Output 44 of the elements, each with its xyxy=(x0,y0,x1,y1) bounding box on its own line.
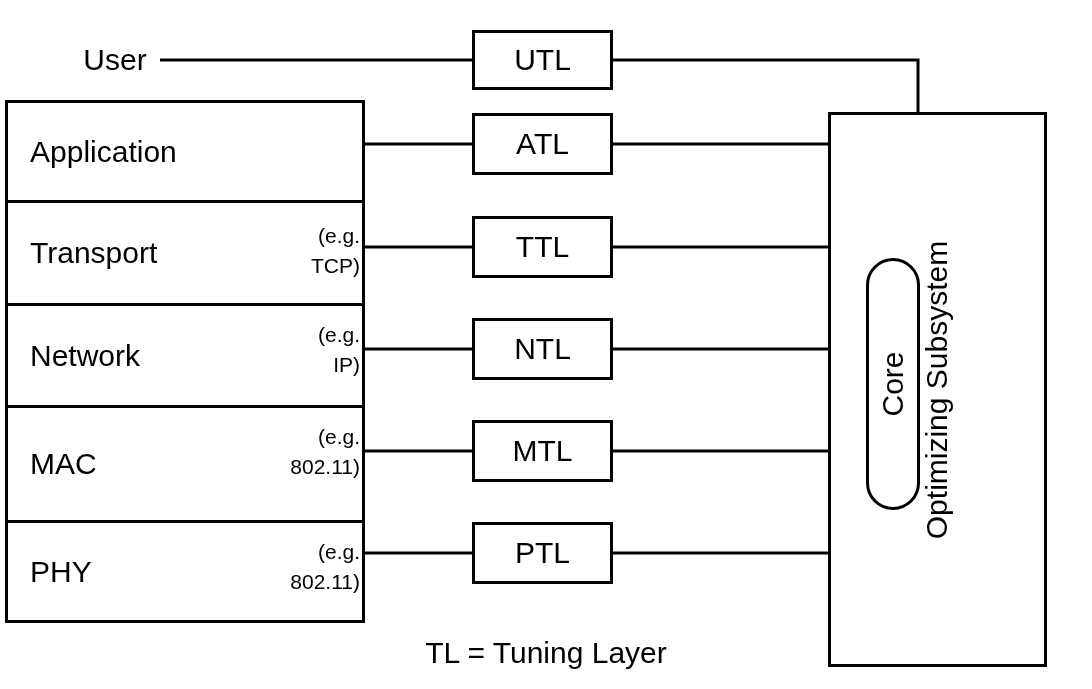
layer-name: PHY xyxy=(30,554,92,589)
connector-line xyxy=(613,245,828,249)
protocol-layer-row xyxy=(5,520,365,623)
protocol-layer-row xyxy=(5,303,365,408)
layer-name: Network xyxy=(30,338,141,373)
protocol-layer-row xyxy=(5,200,365,306)
example-note: (e.g. 802.11) xyxy=(290,424,360,481)
example-note: (e.g. TCP) xyxy=(311,223,360,280)
connector-line xyxy=(365,551,472,555)
core-pill xyxy=(866,258,920,510)
node-label: TTL xyxy=(515,230,570,264)
tuning-layer-box xyxy=(472,420,613,482)
node-label: MTL xyxy=(512,434,573,468)
connector-line xyxy=(365,245,472,249)
layer-name: Application xyxy=(30,134,177,169)
connector-line xyxy=(613,58,920,112)
tuning-layer-box xyxy=(472,522,613,584)
node-label: PTL xyxy=(515,536,570,570)
layer-name: Transport xyxy=(30,236,158,270)
layer-name: MAC xyxy=(30,447,97,481)
connector-line xyxy=(365,142,472,146)
tuning-layer-box xyxy=(472,113,613,175)
tuning-layer-box xyxy=(472,30,613,90)
protocol-layer-row xyxy=(5,405,365,523)
example-note: (e.g. 802.11) xyxy=(290,539,360,596)
node-label: UTL xyxy=(514,43,571,77)
tuning-layer-box xyxy=(472,318,613,380)
connector-line xyxy=(365,347,472,351)
tuning-layer-box xyxy=(472,216,613,278)
node-label: User xyxy=(83,43,147,77)
node-label: NTL xyxy=(514,332,571,366)
node-label: ATL xyxy=(516,127,569,161)
connector-line xyxy=(160,58,472,62)
vertical-label: Core xyxy=(876,351,910,417)
connector-line xyxy=(613,551,828,555)
connector-line xyxy=(613,347,828,351)
subsystem-box xyxy=(828,112,1047,667)
connector-line xyxy=(613,449,828,453)
footnote: TL = Tuning Layer xyxy=(424,636,668,670)
vertical-label: Optimizing Subsystem xyxy=(920,240,955,539)
connector-line xyxy=(613,142,828,146)
example-note: (e.g. IP) xyxy=(317,322,360,379)
protocol-layer-row xyxy=(5,100,365,203)
connector-line xyxy=(365,449,472,453)
